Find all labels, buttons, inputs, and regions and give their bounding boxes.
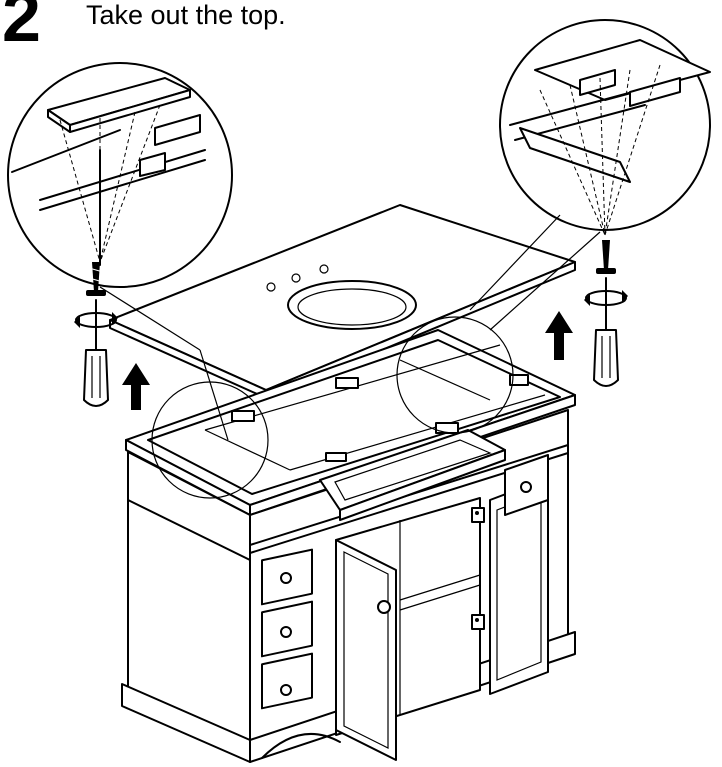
vanity-cabinet — [121, 329, 576, 763]
left-screw-icon — [86, 262, 106, 296]
left-up-arrow-icon — [122, 363, 150, 410]
step-instruction: Take out the top. — [86, 0, 286, 30]
step-number: 2 — [2, 0, 41, 56]
right-screwdriver-icon — [593, 277, 619, 387]
left-detail-callout — [7, 62, 269, 499]
right-screw-icon — [596, 240, 616, 274]
right-detail-callout — [396, 19, 711, 434]
right-up-arrow-icon — [545, 311, 573, 360]
left-screwdriver-icon — [83, 299, 109, 407]
